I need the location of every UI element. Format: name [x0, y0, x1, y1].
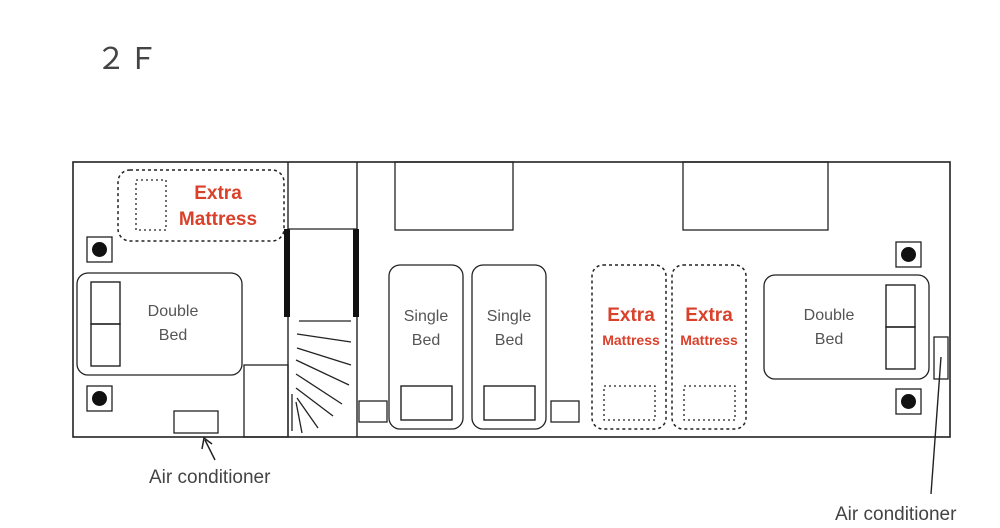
arrow-left — [201, 436, 216, 461]
stair-rail — [284, 229, 290, 317]
label-line: Bed — [158, 327, 188, 344]
floor-label: ２Ｆ — [96, 43, 160, 76]
pointer-right — [930, 356, 942, 495]
closet — [243, 364, 289, 438]
label-line: Mattress — [680, 332, 738, 348]
pillow — [400, 385, 453, 421]
pillow — [603, 385, 656, 421]
extra-mattress-2-label: Extra Mattress — [669, 304, 749, 352]
label-line: Single — [403, 308, 449, 325]
speaker — [86, 236, 113, 263]
stair-rail — [353, 229, 359, 317]
extra-mattress-1 — [591, 264, 667, 430]
speaker — [895, 388, 922, 415]
air-conditioner-right-label: Air conditioner — [835, 504, 957, 525]
label-line: Single — [486, 308, 532, 325]
wardrobe — [394, 161, 514, 231]
extra-mattress-2 — [671, 264, 747, 430]
label-line: Double — [147, 303, 199, 320]
double-bed-right-label: Double Bed — [789, 304, 869, 352]
speaker — [86, 385, 113, 412]
extra-mattress-1-label: Extra Mattress — [591, 304, 671, 352]
nightstand — [358, 400, 388, 423]
double-bed-left-label: Double Bed — [133, 300, 213, 348]
label-line: Mattress — [178, 209, 258, 230]
speaker — [895, 241, 922, 268]
air-conditioner-right — [933, 336, 949, 380]
single-bed-2-label: Single Bed — [469, 305, 549, 353]
extra-mattress-top-left-label: Extra Mattress — [168, 181, 268, 233]
label-line: Bed — [814, 331, 844, 348]
extra-mattress-outline — [117, 169, 285, 242]
label-line: Bed — [494, 332, 524, 349]
label-line: Double — [803, 307, 855, 324]
label-line: Extra — [685, 305, 733, 326]
double-bed-right — [763, 274, 930, 380]
single-bed-1-label: Single Bed — [386, 305, 466, 353]
double-bed-left — [76, 272, 243, 376]
label-line: Extra — [194, 183, 242, 204]
pillow — [483, 385, 536, 421]
wardrobe — [682, 161, 829, 231]
pillow — [90, 323, 121, 367]
air-conditioner-left-label: Air conditioner — [149, 467, 271, 488]
single-bed-2 — [471, 264, 547, 430]
label-line: Extra — [607, 305, 655, 326]
air-conditioner-left — [173, 410, 219, 434]
single-bed-1 — [388, 264, 464, 430]
pillow — [135, 179, 167, 231]
staircase — [291, 320, 352, 434]
label-line: Mattress — [602, 332, 660, 348]
label-line: Bed — [411, 332, 441, 349]
nightstand — [550, 400, 580, 423]
pillow — [885, 326, 916, 370]
pillow — [683, 385, 736, 421]
